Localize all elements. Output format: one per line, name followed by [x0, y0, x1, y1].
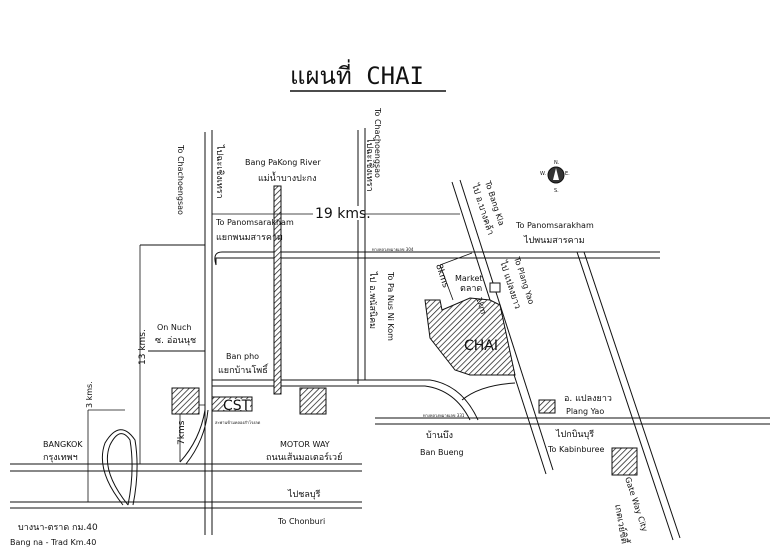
svg-text:W.: W.: [540, 171, 546, 177]
label-ban-bueng: Ban Bueng: [420, 448, 464, 457]
map-title: แผนที่ CHAI: [290, 59, 424, 90]
gateway-city-building: [611, 447, 638, 476]
label-to-chachoengsao-left-th: ไปฉะเชิงเทรา: [214, 144, 225, 199]
cst-label: CST: [223, 398, 251, 414]
label-to-panomsarakham-left: To Panomsarakham: [215, 218, 294, 227]
chai-site-area: [424, 297, 516, 376]
label-gateway-city: Gate Way City: [623, 476, 649, 533]
label-to-chonburi: To Chonburi: [277, 517, 325, 526]
label-19-kms: 19 kms.: [315, 206, 371, 222]
label-to-chonburi-th: ไปชลบุรี: [287, 489, 321, 500]
label-motorway: MOTOR WAY: [280, 440, 330, 449]
label-on-nuch: On Nuch: [157, 323, 191, 332]
label-to-panomsarakham-left-th: แยกพนมสารคาม: [216, 233, 283, 243]
label-to-kabinburee-th: ไปกบินบุรี: [555, 429, 594, 440]
label-to-chachoengsao-right-th: ไปฉะเชิงเทรา: [364, 137, 375, 192]
label-bangkok-th: กรุงเทพฯ: [43, 453, 78, 463]
bang-pakong-river: [273, 185, 282, 395]
label-ban-bueng-th: บ้านบึง: [426, 430, 453, 441]
svg-text:E.: E.: [565, 171, 570, 177]
plang-yao-building: [538, 399, 556, 414]
label-to-chachoengsao-right: To Chachoengsao: [373, 107, 382, 178]
label-ban-pho-th: แยกบ้านโพธิ์: [218, 363, 269, 376]
label-bridge: สะพานข้ามคลองสำโรงลด: [215, 420, 261, 425]
label-ban-pho: Ban pho: [226, 352, 259, 361]
label-to-pa-nus: To Pa Nus Ni Kom: [386, 271, 395, 341]
chai-label: CHAI: [464, 338, 498, 354]
label-to-kabinburee: To Kabinburee: [547, 445, 605, 454]
label-bangna-th: บางนา-ตราด กม.40: [18, 523, 98, 533]
compass-rose: N. S. E. W.: [540, 160, 570, 194]
label-highway-304: ทางหลวงหมายเลข 304: [372, 247, 414, 252]
label-on-nuch-th: ซ. อ่อนนุช: [155, 336, 196, 346]
label-motorway-th: ถนนเส้นมอเตอร์เวย์: [266, 451, 342, 463]
label-bangkok: BANGKOK: [43, 440, 83, 449]
label-7-kms: 7kms: [177, 420, 187, 445]
label-to-panomsarakham-right-th: ไปพนมสารคาม: [523, 235, 585, 246]
label-13-kms: 13 kms.: [138, 329, 148, 365]
label-river-th: แม่น้ำบางปะกง: [258, 171, 317, 184]
on-nuch-building: [171, 387, 200, 415]
market-marker: [489, 282, 501, 293]
roads: [10, 128, 770, 541]
svg-text:N.: N.: [554, 160, 560, 166]
label-gateway-city-th: เกตเวย์ซิตี้: [612, 503, 632, 545]
label-to-panomsarakham-right: To Panomsarakham: [515, 221, 594, 230]
label-3-kms: 3 kms.: [85, 381, 94, 408]
building-hatched: [299, 387, 327, 415]
svg-text:S.: S.: [554, 188, 559, 194]
label-river: Bang PaKong River: [245, 158, 321, 167]
label-to-chachoengsao-left: To Chachoengsao: [176, 144, 185, 215]
label-plang-yao-th: อ. แปลงยาว: [564, 394, 612, 404]
label-market-th: ตลาด: [460, 284, 482, 294]
label-bangna: Bang na - Trad Km.40: [10, 538, 96, 547]
label-to-pa-nus-th: ไป อ.พนัสนิคม: [367, 271, 378, 329]
label-market: Market: [455, 274, 483, 283]
label-8-kms: 8kms: [433, 263, 450, 290]
label-highway-331: ทางหลวงหมายเลข 331: [423, 413, 465, 418]
label-plang-yao: Plang Yao: [566, 407, 604, 416]
